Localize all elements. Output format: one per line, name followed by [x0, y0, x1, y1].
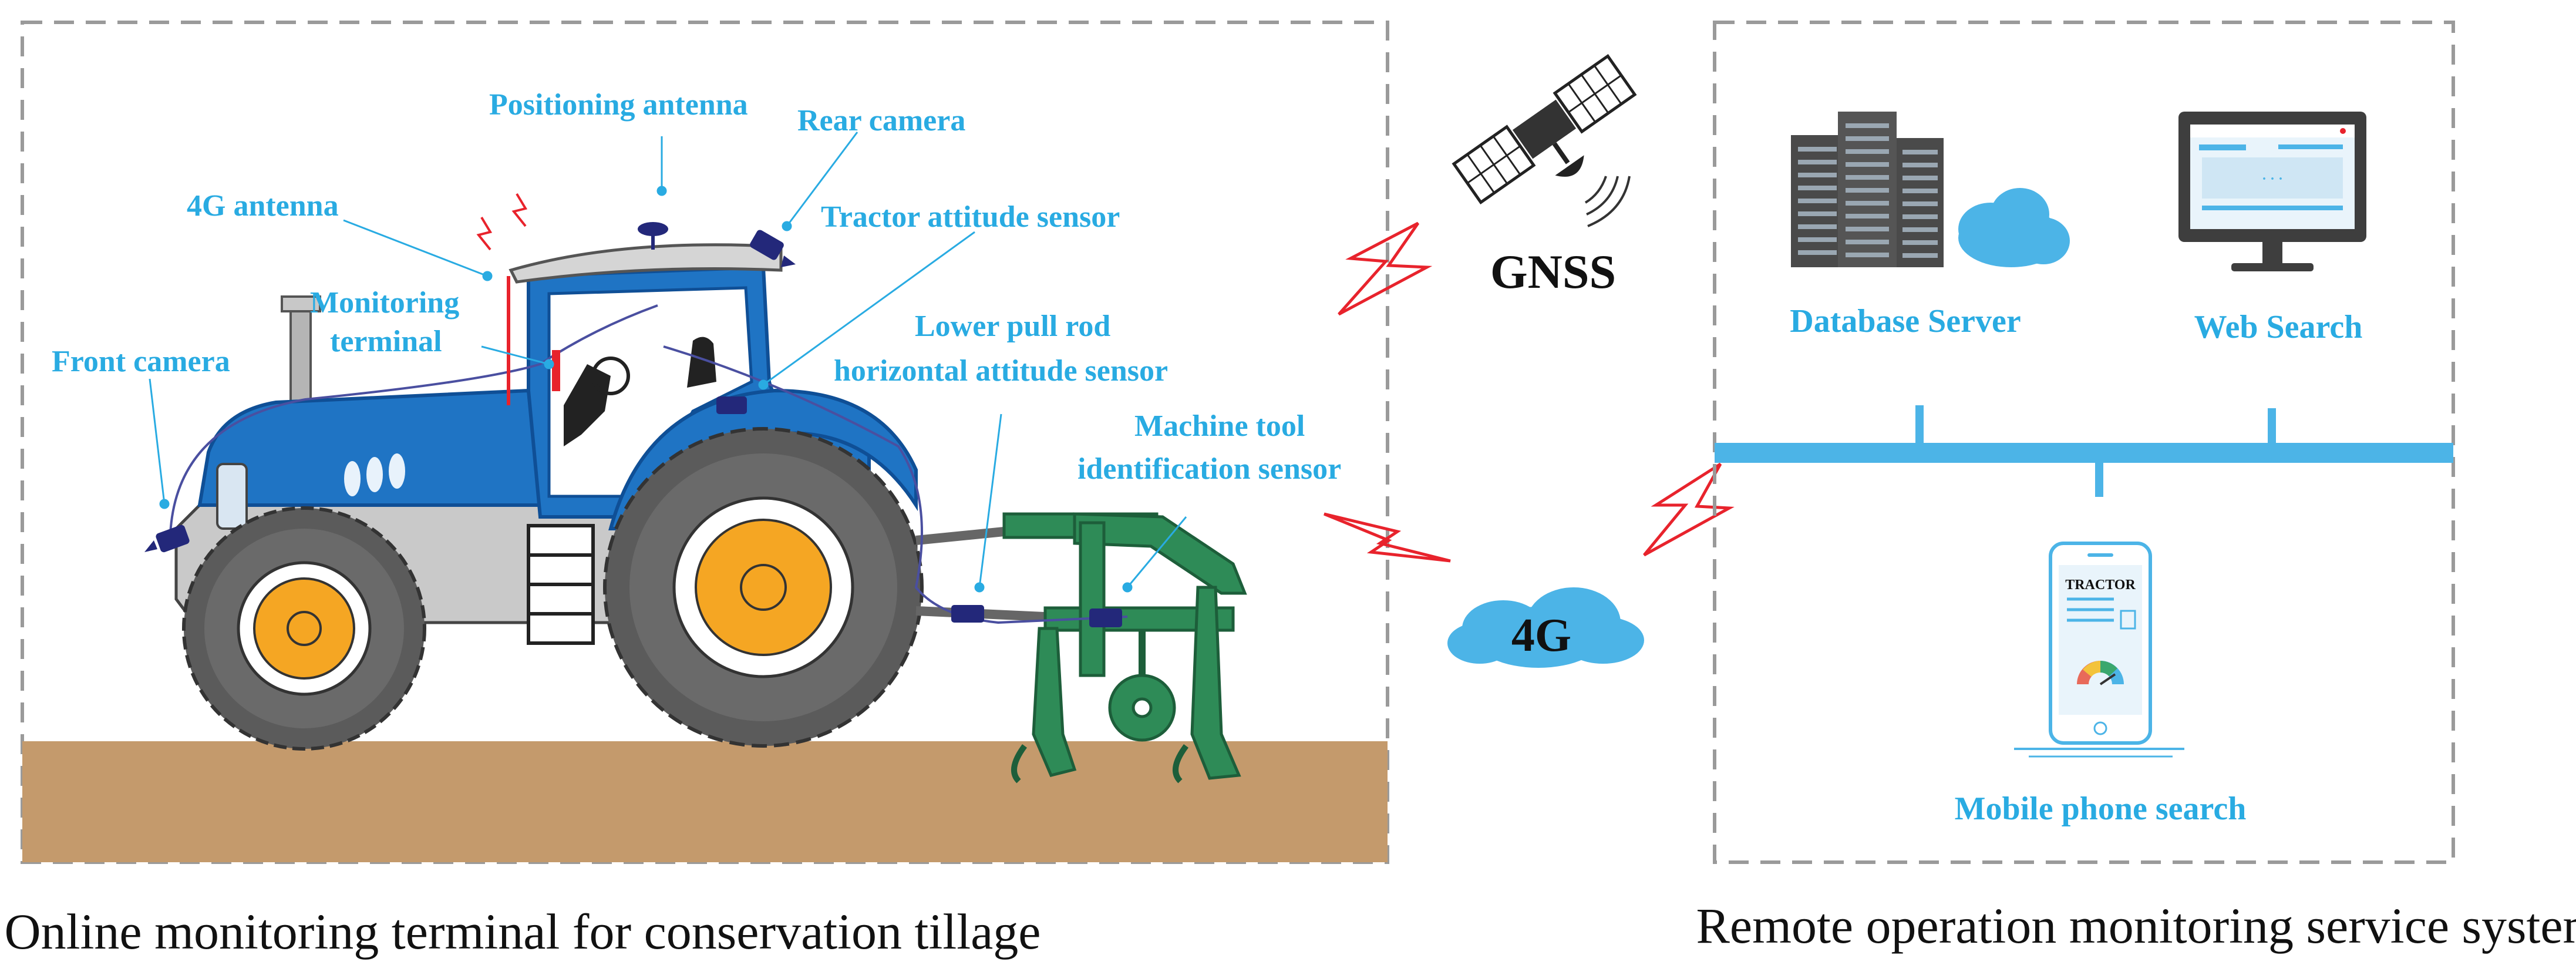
- label-machine-tool-line1: Machine tool: [1134, 409, 1305, 443]
- rear-wheel: [603, 427, 924, 748]
- monitoring-terminal-icon: [552, 350, 560, 391]
- right-panel-frame: [1713, 21, 2455, 864]
- label-tractor-attitude-sensor: Tractor attitude sensor: [821, 200, 1120, 234]
- tractor-hood: [197, 388, 543, 507]
- database-server-label: Database Server: [1790, 303, 2021, 339]
- lower-pull-rod-sensor-icon: [951, 605, 984, 623]
- browser-dots: · · ·: [2262, 172, 2283, 187]
- network-bus: [1715, 405, 2453, 497]
- machine-tool-sensor-icon: [1089, 608, 1122, 627]
- gnss-label: GNSS: [1490, 245, 1616, 298]
- caption-right: Remote operation monitoring service syst…: [1696, 897, 2576, 954]
- wiring-harness: [169, 304, 1128, 624]
- cloud-4g-icon: [1447, 587, 1644, 668]
- label-lower-pull-rod-line2: horizontal attitude sensor: [834, 354, 1168, 388]
- smartphone-icon: [2014, 542, 2184, 758]
- label-positioning-antenna: Positioning antenna: [489, 88, 748, 122]
- cab-roof: [509, 243, 783, 284]
- cloud-icon: [1958, 188, 2070, 267]
- label-machine-tool-line2: identification sensor: [1077, 452, 1341, 486]
- tillage-implement: [1002, 512, 1247, 784]
- label-monitoring-terminal-line2: terminal: [330, 325, 442, 358]
- lightning-signal-icon: [1338, 221, 1433, 316]
- label-4g-antenna: 4G antenna: [187, 189, 339, 223]
- net-4g-label: 4G: [1511, 610, 1571, 661]
- label-monitoring-terminal-line1: Monitoring: [310, 286, 459, 320]
- tractor: [174, 243, 1046, 751]
- web-search-label: Web Search: [2194, 309, 2363, 345]
- positioning-antenna-icon: [638, 222, 668, 250]
- front-wheel: [182, 506, 426, 751]
- caption-left: Online monitoring terminal for conservat…: [5, 903, 1041, 960]
- soil-ground: [22, 741, 1388, 862]
- rear-camera-icon: [750, 230, 796, 267]
- phone-screen-title: TRACTOR: [2065, 577, 2136, 593]
- label-lower-pull-rod-line1: Lower pull rod: [915, 310, 1110, 343]
- satellite-icon: [1452, 53, 1637, 205]
- antenna-4g-icon: [476, 193, 528, 405]
- tractor-attitude-sensor-icon: [716, 396, 747, 414]
- mobile-phone-search-label: Mobile phone search: [1955, 791, 2247, 827]
- label-rear-camera: Rear camera: [797, 104, 965, 137]
- front-camera-icon: [144, 525, 190, 553]
- label-front-camera: Front camera: [52, 345, 230, 378]
- satellite-signal-icon: [1584, 176, 1631, 227]
- lightning-signal-icon: [1324, 512, 1451, 563]
- monitor-icon: [2178, 112, 2366, 271]
- lightning-signal-icon: [1643, 462, 1735, 557]
- server-rack-icon: [1791, 112, 1944, 267]
